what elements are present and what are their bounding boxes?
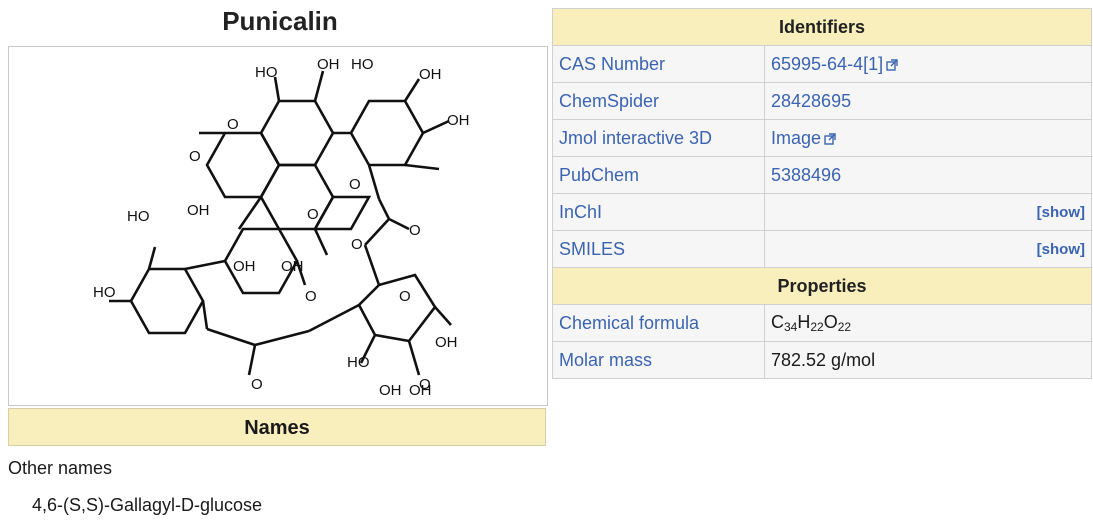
jmol-image-link[interactable]: Image	[771, 127, 822, 148]
formula-element: H	[797, 312, 811, 332]
smiles-row: SMILES [show]	[552, 230, 1092, 268]
structure-label: HO	[93, 284, 116, 301]
structure-label: OH	[447, 112, 470, 129]
structure-label: O	[399, 288, 411, 305]
structure-label: O	[307, 206, 319, 223]
identifiers-header: Identifiers	[552, 8, 1092, 46]
properties-header: Properties	[552, 267, 1092, 305]
external-link-icon	[886, 58, 898, 71]
chemspider-label-link[interactable]: ChemSpider	[552, 82, 765, 120]
chemical-structure-drawing: HO OH HO OH OH O O O O O HO OH HO OH OH …	[93, 56, 470, 399]
other-names-label: Other names	[8, 458, 113, 478]
cas-row: CAS Number 65995-64-4[1]	[552, 45, 1092, 83]
inchi-show-toggle[interactable]: [show]	[764, 193, 1092, 231]
jmol-row: Jmol interactive 3D Image	[552, 119, 1092, 157]
molar-mass-label-link[interactable]: Molar mass	[552, 341, 765, 379]
structure-label: OH	[281, 258, 304, 275]
properties-header-row: Properties	[552, 267, 1092, 305]
infobox-table-panel: Identifiers CAS Number 65995-64-4[1] Che…	[552, 8, 1092, 379]
structure-label: HO	[255, 64, 278, 81]
structure-label: OH	[317, 56, 340, 73]
formula-label-link[interactable]: Chemical formula	[552, 304, 765, 342]
formula-element: C	[771, 312, 784, 332]
cas-value-link[interactable]: 65995-64-4[1]	[771, 53, 884, 74]
structure-label: O	[305, 288, 317, 305]
structure-label: OH	[187, 202, 210, 219]
structure-label: OH	[379, 382, 402, 399]
jmol-label-text[interactable]: Jmol interactive 3D	[559, 127, 713, 148]
structure-label: O	[349, 176, 361, 193]
chemspider-value-link[interactable]: 28428695	[764, 82, 1092, 120]
structure-label: O	[409, 222, 421, 239]
pubchem-row: PubChem 5388496	[552, 156, 1092, 194]
structure-label: HO	[347, 354, 370, 371]
structure-label: O	[189, 148, 201, 165]
jmol-label: Jmol interactive 3D	[552, 119, 765, 157]
other-names-value: 4,6-(S,S)-Gallagyl-D-glucose	[32, 495, 263, 515]
formula-row: Chemical formula C34H22O22	[552, 304, 1092, 342]
formula-value: C34H22O22	[764, 304, 1092, 342]
inchi-row: InChI [show]	[552, 193, 1092, 231]
structure-label: O	[351, 236, 363, 253]
left-panel: Punicalin	[8, 6, 548, 515]
cas-value-cell: 65995-64-4[1]	[764, 45, 1092, 83]
identifiers-header-row: Identifiers	[552, 8, 1092, 46]
formula-element: O	[823, 312, 838, 332]
structure-label: HO	[127, 208, 150, 225]
compound-title: Punicalin	[222, 6, 338, 36]
inchi-label-link[interactable]: InChI	[552, 193, 765, 231]
structure-image: HO OH HO OH OH O O O O O HO OH HO OH OH …	[8, 46, 548, 406]
identifiers-table: Identifiers CAS Number 65995-64-4[1] Che…	[552, 8, 1092, 379]
smiles-show-toggle[interactable]: [show]	[764, 230, 1092, 268]
formula-count: 22	[837, 320, 852, 334]
chemspider-row: ChemSpider 28428695	[552, 82, 1092, 120]
structure-label: OH	[233, 258, 256, 275]
structure-label: OH	[409, 382, 432, 399]
formula-count: 34	[784, 320, 798, 334]
structure-label: O	[227, 116, 239, 133]
molar-mass-value: 782.52 g/mol	[764, 341, 1092, 379]
structure-label: HO	[351, 56, 374, 73]
pubchem-label-link[interactable]: PubChem	[552, 156, 765, 194]
names-section-header: Names	[8, 408, 546, 446]
smiles-label-link[interactable]: SMILES	[552, 230, 765, 268]
structure-label: O	[419, 376, 431, 393]
structure-label: OH	[435, 334, 458, 351]
pubchem-value-link[interactable]: 5388496	[764, 156, 1092, 194]
cas-label-link[interactable]: CAS Number	[552, 45, 765, 83]
external-link-icon	[824, 132, 836, 145]
jmol-value-cell: Image	[764, 119, 1092, 157]
structure-label: O	[251, 376, 263, 393]
structure-label: OH	[419, 66, 442, 83]
formula-count: 22	[810, 320, 824, 334]
molar-mass-row: Molar mass 782.52 g/mol	[552, 341, 1092, 379]
